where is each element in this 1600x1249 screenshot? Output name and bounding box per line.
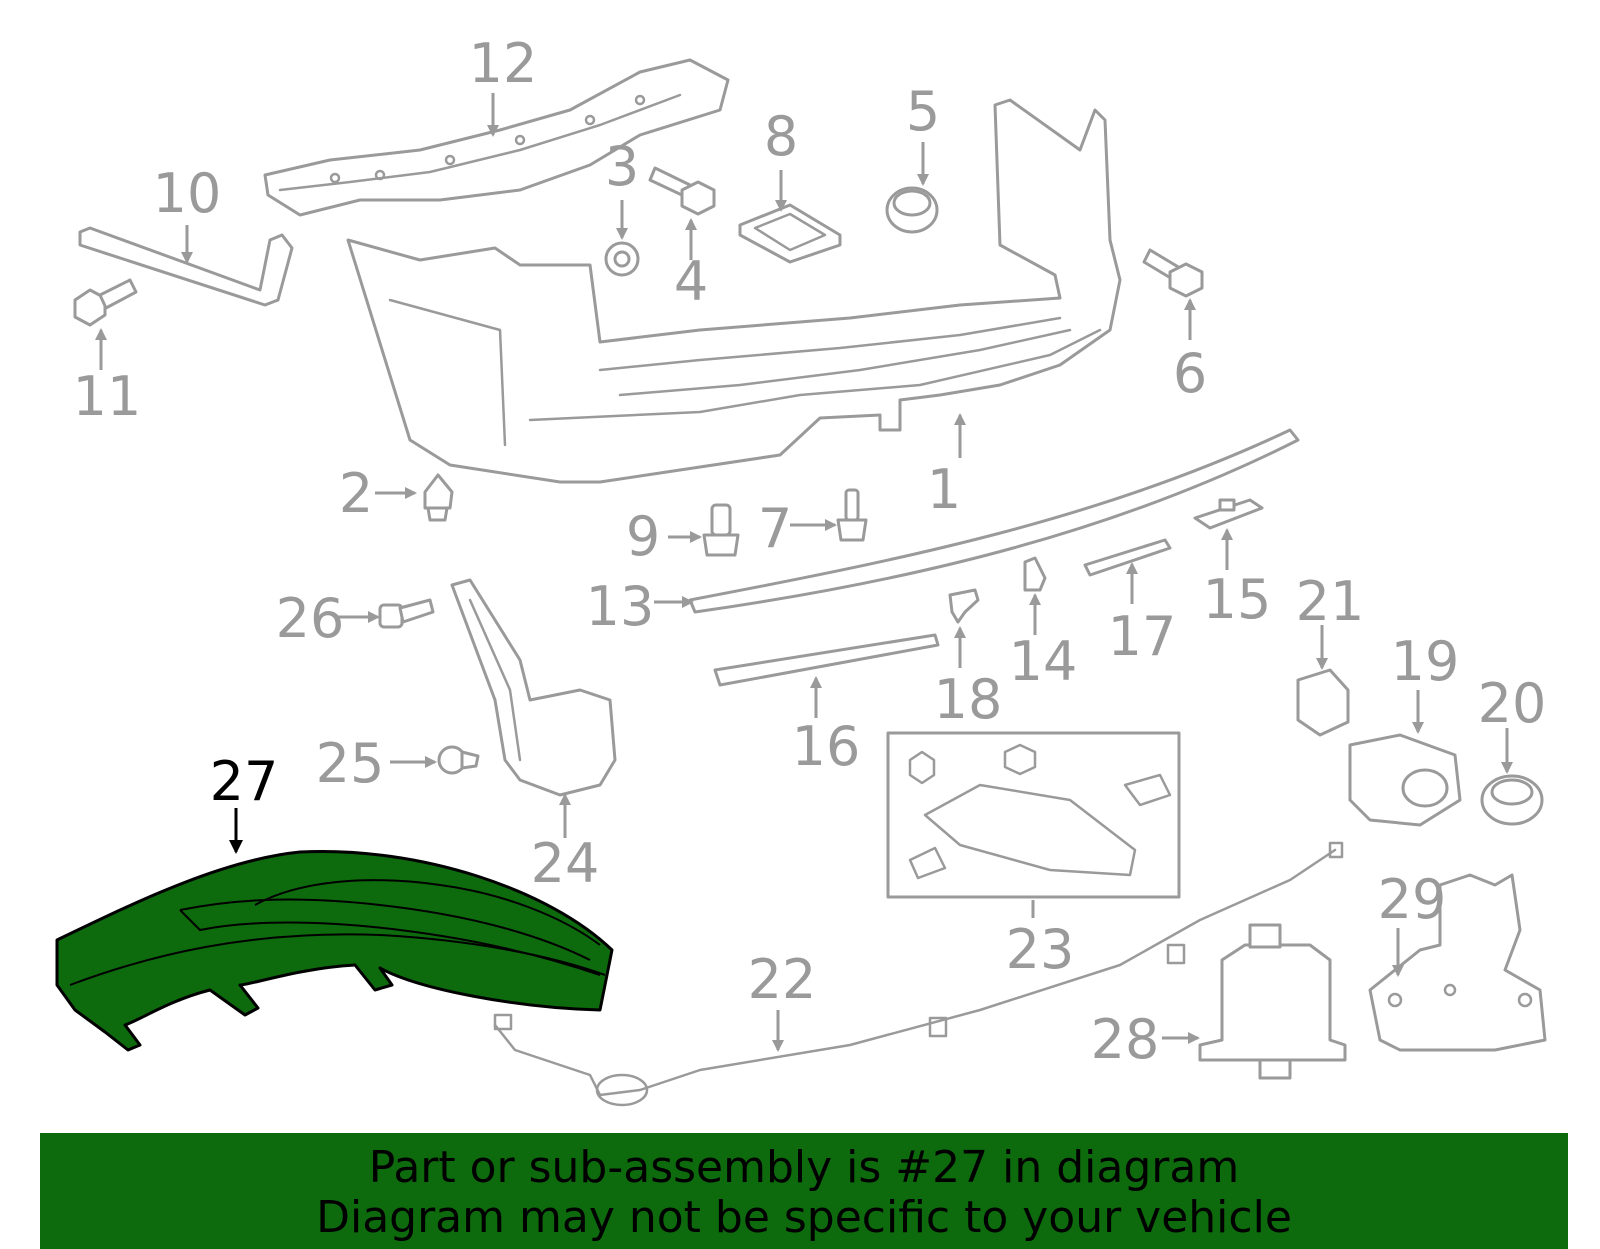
callout-24: 24 [531, 832, 600, 895]
callout-13: 13 [586, 575, 655, 638]
callout-26: 26 [276, 587, 345, 650]
leader-lines [95, 93, 1513, 1052]
info-banner: Part or sub-assembly is #27 in diagram D… [40, 1133, 1568, 1249]
callout-10: 10 [153, 162, 222, 225]
callout-18: 18 [934, 668, 1003, 731]
callout-11: 11 [73, 365, 142, 428]
part-5-grommet [885, 186, 939, 234]
part-3-washer [604, 241, 640, 277]
part-11-bolt [73, 278, 138, 327]
banner-line-2: Diagram may not be specific to your vehi… [316, 1192, 1292, 1243]
callout-7: 7 [758, 497, 792, 560]
callout-25: 25 [316, 732, 385, 795]
banner-line-1: Part or sub-assembly is #27 in diagram [368, 1142, 1240, 1193]
part-12-reinforcement [263, 58, 730, 217]
callout-21: 21 [1296, 570, 1365, 633]
part-29-bracket [1368, 873, 1547, 1052]
callout-9: 9 [626, 505, 660, 568]
callout-23: 23 [1006, 918, 1075, 981]
callout-8: 8 [764, 105, 798, 168]
part-19-sensor [1348, 733, 1462, 827]
part-14-clip [1023, 556, 1047, 592]
part-28-module [1198, 923, 1347, 1080]
part-2-clip [423, 473, 454, 522]
part-16-molding [713, 633, 940, 687]
part-26-screw [378, 598, 435, 629]
callout-5: 5 [906, 80, 940, 143]
part-9-fastener [702, 503, 740, 557]
callout-28: 28 [1091, 1008, 1160, 1071]
callout-27: 27 [210, 750, 279, 813]
part-10-bracket [78, 226, 294, 307]
callout-labels: 1 2 3 4 5 6 7 8 9 10 11 12 13 14 15 16 1… [73, 32, 1547, 1071]
part-21-sensor-retainer [1296, 668, 1350, 737]
callout-12: 12 [469, 32, 538, 95]
part-27-highlighted [55, 849, 614, 1052]
callout-29: 29 [1378, 868, 1447, 931]
callout-15: 15 [1203, 568, 1272, 631]
part-17-molding [1083, 538, 1172, 577]
callout-6: 6 [1173, 342, 1207, 405]
part-4-bolt [648, 166, 716, 216]
part-1-bumper-cover [346, 98, 1122, 484]
part-7-fastener [836, 488, 868, 542]
callout-17: 17 [1108, 605, 1177, 668]
part-13-molding [688, 428, 1300, 614]
part-6-bolt [1142, 248, 1204, 298]
part-23-kit-box [886, 731, 1181, 899]
part-18-clip [948, 588, 980, 624]
callout-22: 22 [748, 948, 817, 1011]
part-25-clip [437, 745, 480, 775]
callout-1: 1 [927, 458, 961, 521]
part-20-sensor [1480, 774, 1544, 826]
callout-14: 14 [1009, 630, 1078, 693]
part-24-bracket [450, 578, 617, 797]
callout-16: 16 [792, 715, 861, 778]
callout-4: 4 [674, 250, 708, 313]
callout-20: 20 [1478, 672, 1547, 735]
callout-3: 3 [605, 135, 639, 198]
callout-2: 2 [339, 462, 373, 525]
part-8-cover [738, 203, 842, 264]
part-22-harness [493, 841, 1344, 1107]
callout-19: 19 [1391, 630, 1460, 693]
part-15-bracket [1193, 498, 1264, 530]
